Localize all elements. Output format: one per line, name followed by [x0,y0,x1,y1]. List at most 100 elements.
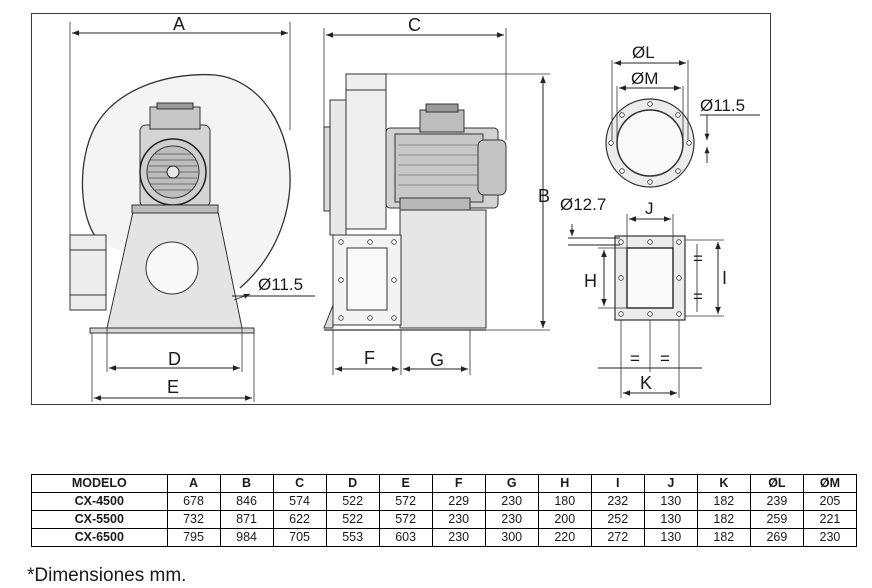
table-cell: 622 [272,510,327,529]
table-cell: 182 [696,492,751,511]
dimensions-table: MODELO A B C D E F G H I J K ØL ØM CX-45… [31,474,858,547]
table-cell: 230 [431,510,486,529]
table-cell: 522 [325,492,380,511]
table-cell: 272 [590,528,645,547]
footnote: *Dimensiones mm. [27,565,187,586]
table-cell: 603 [378,528,433,547]
table-cell: 221 [802,510,858,529]
dim-c: C [323,15,507,140]
table-row: CX-4500 678 846 574 522 572 229 230 180 … [31,492,858,511]
inlet-flange-view [605,98,695,188]
svg-text:=: = [660,349,670,368]
table-cell: 130 [643,528,698,547]
table-cell: 522 [325,510,380,529]
inlet-flange-inner [616,109,684,177]
dim-base-hole: Ø11.5 [232,275,315,301]
dim-i: I = = [685,239,727,317]
table-cell: 705 [272,528,327,547]
dim-hole-outlet: Ø12.7 [560,195,620,246]
header-cell: K [696,474,751,493]
svg-text:D: D [168,349,181,369]
dim-phi-l: ØL [611,43,689,140]
drawing-frame [31,13,771,405]
table-row: CX-6500 795 984 705 553 603 230 300 220 … [31,528,858,547]
svg-text:H: H [584,271,597,291]
header-cell: B [219,474,274,493]
header-cell: A [166,474,221,493]
table-cell: 130 [643,492,698,511]
header-cell: D [325,474,380,493]
front-outlet-duct [69,234,107,311]
table-cell: 182 [696,510,751,529]
front-view [69,73,291,334]
model-cell: CX-5500 [31,510,168,529]
svg-text:Ø12.7: Ø12.7 [560,195,606,214]
dim-f-g: F G [332,330,471,375]
table-cell: 553 [325,528,380,547]
header-cell: C [272,474,327,493]
table-header-row: MODELO A B C D E F G H I J K ØL ØM [31,474,858,493]
table-cell: 732 [166,510,221,529]
table-cell: 230 [431,528,486,547]
table-cell: 200 [537,510,592,529]
table-cell: 180 [537,492,592,511]
table-cell: 572 [378,510,433,529]
model-cell: CX-4500 [31,492,168,511]
table-cell: 230 [802,528,858,547]
dim-d: D [91,328,255,402]
table-cell: 259 [749,510,804,529]
table-cell: 230 [484,510,539,529]
dim-flange-hole: Ø11.5 [700,96,760,163]
svg-text:=: = [630,349,640,368]
svg-text:F: F [364,348,375,368]
dim-phi-m: ØM [616,69,684,143]
dim-a: A [69,14,291,240]
technical-drawing: A D E Ø11.5 [69,14,760,402]
svg-text:J: J [645,199,654,218]
front-inlet-circle [145,241,199,295]
header-cell: ØM [802,474,858,493]
header-cell: G [484,474,539,493]
front-base-plate [89,327,255,334]
table-cell: 300 [484,528,539,547]
outlet-flange-view [614,235,686,321]
svg-text:G: G [430,350,444,370]
svg-text:ØL: ØL [632,43,655,62]
svg-text:I: I [722,268,727,288]
header-cell: J [643,474,698,493]
table-cell: 230 [484,492,539,511]
side-stand [399,209,487,329]
table-cell: 130 [643,510,698,529]
svg-text:E: E [167,377,179,397]
table-cell: 229 [431,492,486,511]
table-cell: 220 [537,528,592,547]
table-cell: 572 [378,492,433,511]
svg-text:Ø11.5: Ø11.5 [258,275,303,294]
table-cell: 232 [590,492,645,511]
dim-k: K = = [598,320,702,398]
header-cell: MODELO [31,474,168,493]
table-cell: 252 [590,510,645,529]
header-cell: F [431,474,486,493]
side-housing [345,73,387,230]
dim-j: J [626,199,674,248]
svg-text:Ø11.5: Ø11.5 [700,96,745,115]
header-cell: E [378,474,433,493]
table-cell: 795 [166,528,221,547]
table-cell: 239 [749,492,804,511]
table-cell: 205 [802,492,858,511]
svg-text:B: B [538,186,550,206]
table-cell: 269 [749,528,804,547]
svg-text:A: A [173,14,185,34]
model-cell: CX-6500 [31,528,168,547]
header-cell: H [537,474,592,493]
header-cell: I [590,474,645,493]
table-cell: 678 [166,492,221,511]
dim-e: E [94,377,252,401]
table-cell: 574 [272,492,327,511]
svg-text:=: = [693,287,703,306]
table-row: CX-5500 732 871 622 522 572 230 230 200 … [31,510,858,529]
side-view [323,73,507,331]
svg-text:C: C [408,15,421,35]
table-cell: 984 [219,528,274,547]
